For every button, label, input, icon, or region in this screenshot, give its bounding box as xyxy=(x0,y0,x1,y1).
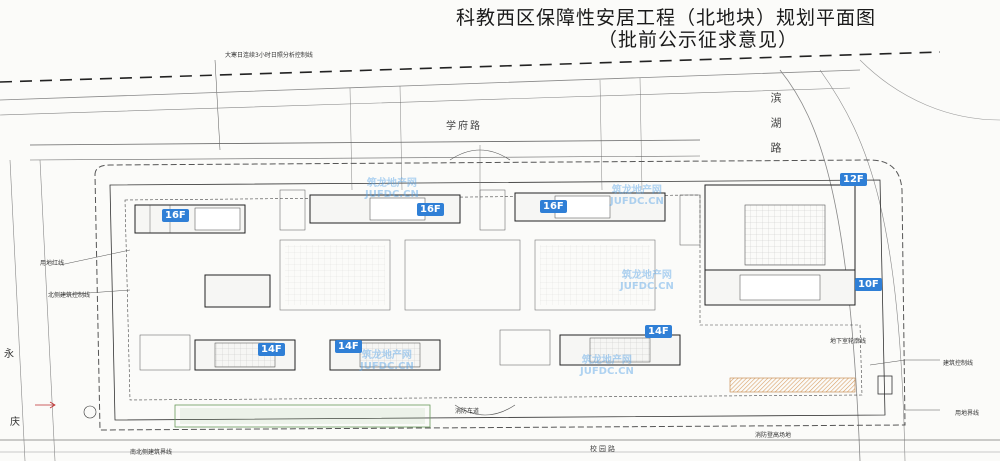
plan-title: 科教西区保障性安居工程（北地块）规划平面图 xyxy=(456,7,877,29)
green-strip xyxy=(174,404,431,428)
north-road xyxy=(0,69,861,101)
fire-site-label: 消防登高场地 xyxy=(755,432,792,439)
red-line-label: 用地红线 xyxy=(40,260,65,267)
building-east xyxy=(679,184,856,306)
watermark-line1: 筑龙地产网 xyxy=(361,350,412,361)
watermark-line1: 筑龙地产网 xyxy=(611,185,662,196)
floor-tag-north-2: 16F xyxy=(417,203,444,216)
building-control-line-label: 建筑控制线 xyxy=(943,360,974,367)
watermark-line2: JUFDC.CN xyxy=(620,281,674,292)
building-north-2 xyxy=(279,189,461,231)
building-north-1 xyxy=(134,204,246,234)
road-east-label: 滨湖路 xyxy=(769,92,782,167)
watermark-line1: 筑龙地产网 xyxy=(366,178,417,189)
site-boundary xyxy=(94,159,906,431)
watermark-line2: JUFDC.CN xyxy=(360,361,414,372)
east-road xyxy=(779,69,861,461)
parking-area xyxy=(729,377,856,393)
boundary-label: 用地界线 xyxy=(955,410,980,417)
north-building-line-label: 北侧建筑控制线 xyxy=(48,292,91,299)
road-south-label: 校园路 xyxy=(590,445,617,453)
building-south-3 xyxy=(499,329,681,366)
watermark-line1: 筑龙地产网 xyxy=(621,270,672,281)
sunlight-line-label: 大寒日连续3小时日照分析控制线 xyxy=(225,52,313,59)
floor-tag-south-3: 14F xyxy=(645,325,672,338)
floor-tag-north-3: 16F xyxy=(540,200,567,213)
plan-subtitle: （批前公示征求意见） xyxy=(598,29,799,51)
sunlight-control-line xyxy=(0,51,941,83)
floor-tag-north-1: 16F xyxy=(162,209,189,222)
building-south-2 xyxy=(329,339,441,371)
fire-road-label: 消防车道 xyxy=(455,408,480,415)
watermark-line2: JUFDC.CN xyxy=(610,196,664,207)
building-middle xyxy=(204,274,271,308)
edge-char-2: 庆 xyxy=(10,417,20,428)
watermark-line1: 筑龙地产网 xyxy=(581,355,632,366)
floor-tag-south-1: 14F xyxy=(258,343,285,356)
south-building-line-label: 南北侧建筑界线 xyxy=(130,449,173,456)
edge-char-1: 永 xyxy=(4,349,14,360)
road-north-label: 学府路 xyxy=(446,121,482,132)
underground-line-label: 地下室轮廓线 xyxy=(830,338,867,345)
watermark-line2: JUFDC.CN xyxy=(580,366,634,377)
floor-tag-east-top: 12F xyxy=(840,173,867,186)
floor-tag-south-2: 14F xyxy=(335,340,362,353)
watermark-line2: JUFDC.CN xyxy=(365,189,419,200)
floor-tag-east-bottom: 10F xyxy=(855,278,882,291)
